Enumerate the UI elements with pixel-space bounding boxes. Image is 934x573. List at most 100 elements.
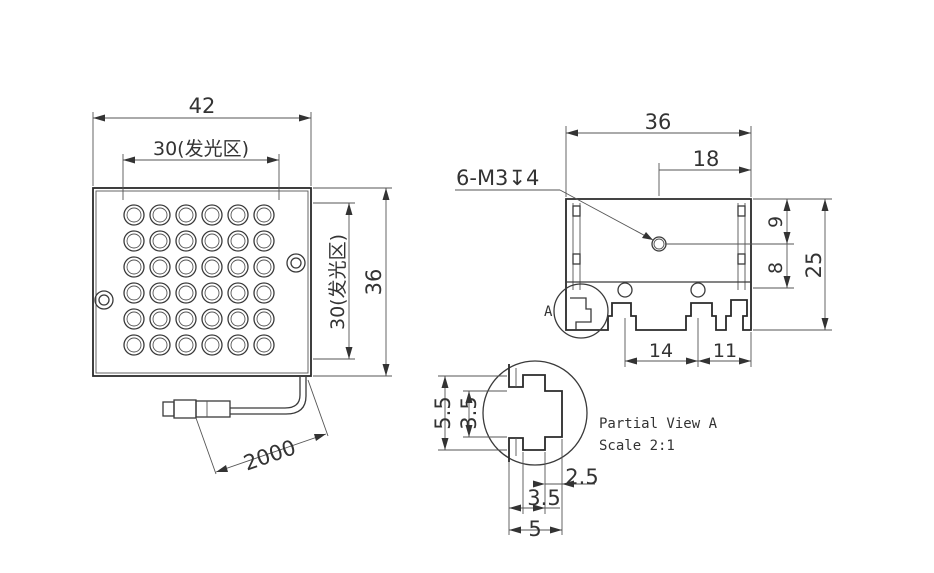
- led-lens-inner: [230, 259, 246, 275]
- led-lens: [123, 308, 145, 330]
- thread-callout: 6-M3↧4: [455, 166, 654, 241]
- led-lens-inner: [230, 233, 246, 249]
- led-lens: [201, 256, 223, 278]
- led-lens: [149, 256, 171, 278]
- detail-view-a: 5.5 3.5 2.5 3.5: [431, 360, 718, 541]
- led-lens-inner: [256, 207, 272, 223]
- led-lens: [149, 334, 171, 356]
- led-lens-inner: [204, 259, 220, 275]
- led-lens: [253, 230, 275, 252]
- led-lens-inner: [204, 337, 220, 353]
- led-lens: [175, 204, 197, 226]
- dim-detail-widths: 2.5 3.5 5: [508, 439, 599, 541]
- led-lens: [227, 230, 249, 252]
- led-lens: [149, 308, 171, 330]
- led-lens: [123, 334, 145, 356]
- dim-detail-inner-height: 3.5: [457, 390, 507, 438]
- led-array: [123, 204, 275, 356]
- channel-hole-2: [690, 282, 706, 298]
- led-lens: [149, 204, 171, 226]
- led-lens-inner: [230, 207, 246, 223]
- dim-label-detail-mid-width: 3.5: [527, 486, 560, 510]
- led-lens-inner: [152, 311, 168, 327]
- mounting-screw-left: [94, 290, 114, 310]
- dim-slot-spacing: 14 11: [624, 318, 752, 367]
- led-lens: [201, 230, 223, 252]
- dim-slot-height-8: 8: [753, 244, 794, 289]
- led-lens-inner: [126, 285, 142, 301]
- led-lens: [201, 334, 223, 356]
- led-lens-inner: [230, 337, 246, 353]
- mounting-screw-right: [286, 253, 306, 273]
- dim-cable-2000: 2000: [195, 379, 329, 475]
- led-lens: [227, 334, 249, 356]
- led-lens: [123, 204, 145, 226]
- dim-label-detail-inner-width: 2.5: [565, 465, 598, 489]
- led-lens: [123, 256, 145, 278]
- led-lens: [253, 334, 275, 356]
- led-lens: [175, 308, 197, 330]
- thread-callout-label: 6-M3↧4: [456, 166, 539, 190]
- led-lens-inner: [126, 207, 142, 223]
- led-lens-inner: [178, 337, 194, 353]
- led-lens-inner: [178, 285, 194, 301]
- led-lens: [201, 282, 223, 304]
- dim-label-cable: 2000: [241, 435, 299, 475]
- dim-height-25: 25: [753, 198, 832, 331]
- dim-label-side-width: 36: [645, 110, 672, 134]
- led-lens-inner: [152, 285, 168, 301]
- led-lens-inner: [256, 233, 272, 249]
- led-lens-inner: [152, 259, 168, 275]
- dim-label-detail-inner-height: 3.5: [457, 396, 481, 429]
- dim-label-slot-height: 8: [765, 262, 787, 274]
- front-view: 42 30(发光区) 36 30(发光区): [92, 94, 392, 475]
- led-lens-inner: [178, 233, 194, 249]
- detail-profile: [508, 364, 563, 462]
- cable: [162, 377, 307, 419]
- dim-width-42: 42: [92, 94, 312, 186]
- dim-hole-offset-18: 18: [658, 147, 751, 196]
- detail-circle-a: [553, 283, 609, 339]
- channel-hole-1: [617, 282, 633, 298]
- led-lens: [175, 230, 197, 252]
- led-lens: [201, 308, 223, 330]
- led-lens-inner: [152, 233, 168, 249]
- led-lens-inner: [230, 311, 246, 327]
- led-lens-inner: [256, 337, 272, 353]
- led-lens-inner: [178, 259, 194, 275]
- led-lens-inner: [126, 259, 142, 275]
- led-lens-inner: [256, 311, 272, 327]
- led-lens-inner: [178, 207, 194, 223]
- led-lens-inner: [178, 311, 194, 327]
- dim-hole-height-9: 9: [665, 199, 794, 245]
- dim-label-height: 36: [362, 269, 386, 296]
- led-lens: [227, 256, 249, 278]
- led-lens: [253, 256, 275, 278]
- front-body-inner: [95, 190, 309, 374]
- led-lens: [253, 308, 275, 330]
- detail-scale: Scale 2:1: [599, 438, 675, 454]
- led-lens: [149, 230, 171, 252]
- dim-detail-outer-height: 5.5: [431, 375, 507, 451]
- led-lens: [253, 282, 275, 304]
- dim-label-hole-height: 9: [765, 216, 787, 228]
- led-lens-inner: [204, 207, 220, 223]
- led-lens-inner: [152, 207, 168, 223]
- led-lens: [175, 334, 197, 356]
- led-lens: [123, 282, 145, 304]
- led-lens: [227, 204, 249, 226]
- led-lens: [201, 204, 223, 226]
- front-body-outline: [92, 187, 312, 377]
- led-lens: [123, 230, 145, 252]
- led-lens: [175, 282, 197, 304]
- dim-emitting-height: 30(发光区): [313, 202, 355, 360]
- detail-title: Partial View A: [599, 416, 718, 432]
- led-lens-inner: [152, 337, 168, 353]
- led-lens: [253, 204, 275, 226]
- side-view: A 36 18 6-M3↧4: [455, 110, 832, 367]
- side-body-outline: [565, 198, 752, 331]
- dim-side-width-36: 36: [565, 110, 752, 197]
- dim-label-hole-offset: 18: [693, 147, 720, 171]
- dim-label-slot-spacing: 14: [649, 340, 673, 362]
